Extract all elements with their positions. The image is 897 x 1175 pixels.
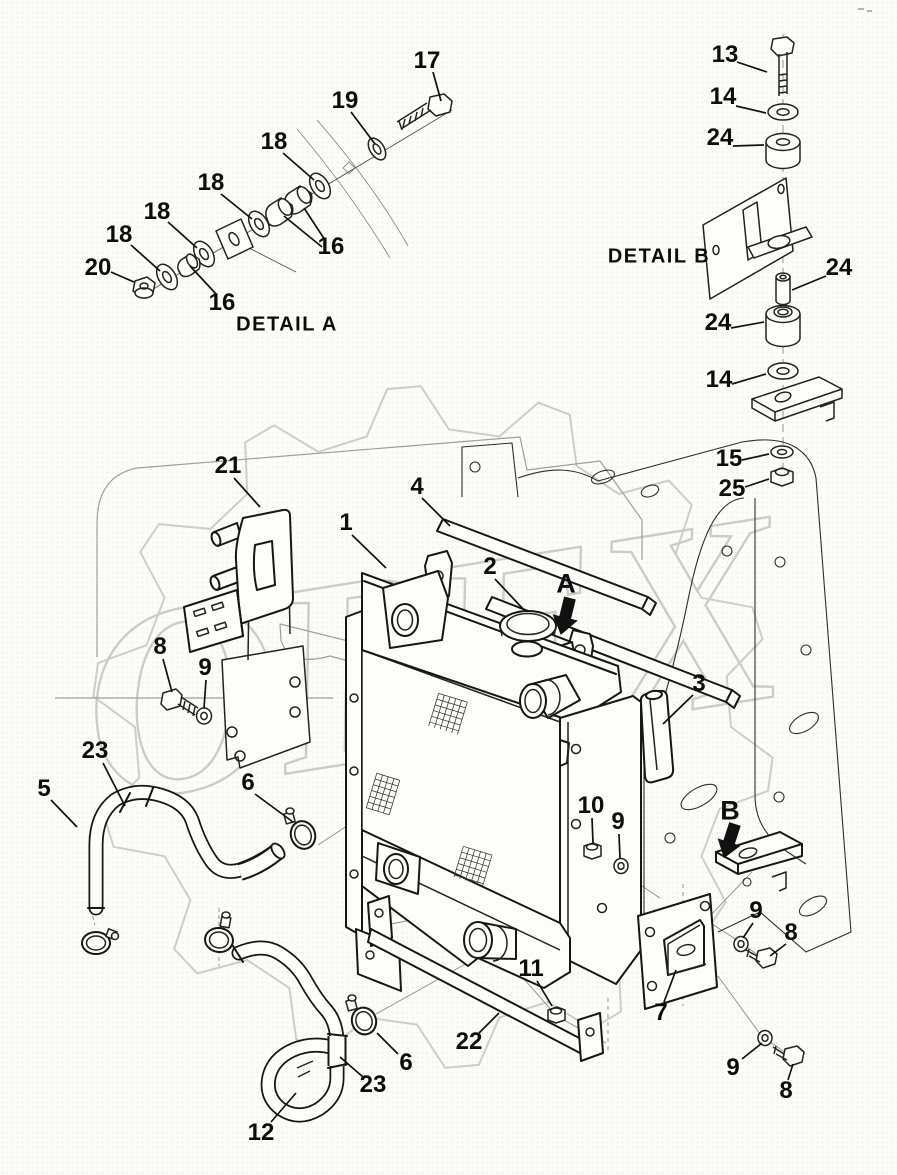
washer-18 <box>308 172 332 200</box>
view-b-arrow <box>717 822 741 859</box>
leader-line <box>741 1042 763 1060</box>
bolt-8-washer-9-left <box>160 688 213 725</box>
leader-line <box>351 534 387 569</box>
washer-19 <box>367 137 387 161</box>
side-channel <box>345 610 363 937</box>
mount-plate-b <box>715 831 803 892</box>
washer-9 <box>613 857 629 875</box>
mount-plate <box>751 376 843 413</box>
leader-line <box>741 453 770 461</box>
leader-line <box>736 61 768 73</box>
radiator-assembly <box>345 550 642 992</box>
bottom-pipe <box>463 921 493 959</box>
leader-line <box>50 799 78 828</box>
washer-18 <box>247 210 271 238</box>
leader-line <box>791 275 827 291</box>
hose-clamp-6 <box>204 911 234 954</box>
nut-block <box>215 218 254 260</box>
bolt-8 <box>782 1045 805 1067</box>
washer-14-top <box>767 103 799 121</box>
leader-line <box>421 497 451 527</box>
washer-18 <box>155 263 179 291</box>
nut-25 <box>770 467 794 487</box>
leader-line <box>735 105 767 114</box>
leader-line <box>663 969 677 1003</box>
leader-line <box>203 679 207 709</box>
leader-line <box>732 144 765 147</box>
leader-line <box>282 152 315 181</box>
leader-line <box>478 1012 500 1034</box>
leader-line <box>591 817 594 844</box>
leader-line <box>270 1092 297 1123</box>
hose-sleeve-23 <box>119 787 154 813</box>
leader-line <box>744 478 770 488</box>
leader-line <box>730 321 765 329</box>
washer-14-bottom <box>767 362 799 380</box>
leader-line <box>787 1063 794 1081</box>
view-a-arrow <box>552 596 578 635</box>
core-fin-hatching <box>365 692 493 886</box>
hose-clamp-6 <box>345 994 378 1036</box>
bracket-21-assembly <box>183 508 311 769</box>
leader-line <box>110 271 135 283</box>
leader-line <box>339 1056 364 1078</box>
bolt-8 <box>755 947 778 969</box>
hose-clamp <box>81 928 120 955</box>
leader-line <box>536 980 553 1007</box>
corner-mark <box>858 8 872 12</box>
leader-line <box>769 943 787 957</box>
pad-3 <box>639 689 675 784</box>
leader-line <box>220 193 253 220</box>
leader-line <box>350 111 376 145</box>
gear-watermark-icon <box>92 385 774 1069</box>
frame-panel <box>461 439 852 953</box>
side-plate <box>559 695 642 985</box>
radiator-cap <box>499 610 557 642</box>
leader-line <box>432 71 442 102</box>
bracket-7-assembly <box>637 893 805 1067</box>
leader-line <box>618 833 621 859</box>
bolt-8 <box>160 688 183 711</box>
hose-12 <box>231 940 345 1123</box>
detail-b-drawing <box>702 36 843 487</box>
leader-line <box>662 694 694 725</box>
detail-a-drawing <box>132 93 453 299</box>
leader-line <box>130 244 161 272</box>
leader-line <box>731 373 767 385</box>
leader-line <box>189 265 218 296</box>
leader-line <box>102 762 126 807</box>
leader-line <box>254 793 294 823</box>
back-plate <box>221 645 311 769</box>
leader-line <box>162 658 173 693</box>
washer-15 <box>770 445 794 459</box>
bolt-17 <box>427 93 453 117</box>
leader-lines <box>50 61 827 1123</box>
leader-line <box>233 477 261 508</box>
leader-line <box>283 215 323 248</box>
bolt-13 <box>770 36 795 57</box>
washer-9 <box>733 935 749 953</box>
bracket-22-assembly <box>367 895 604 1062</box>
filler-neck <box>511 640 543 658</box>
spacer-24 <box>775 276 791 306</box>
leader-line <box>376 1032 399 1055</box>
leader-line <box>742 922 754 939</box>
leader-line <box>494 578 525 611</box>
leader-line <box>303 207 326 241</box>
washer-9 <box>757 1029 773 1047</box>
leader-line <box>167 221 198 249</box>
washer-9 <box>195 707 213 725</box>
